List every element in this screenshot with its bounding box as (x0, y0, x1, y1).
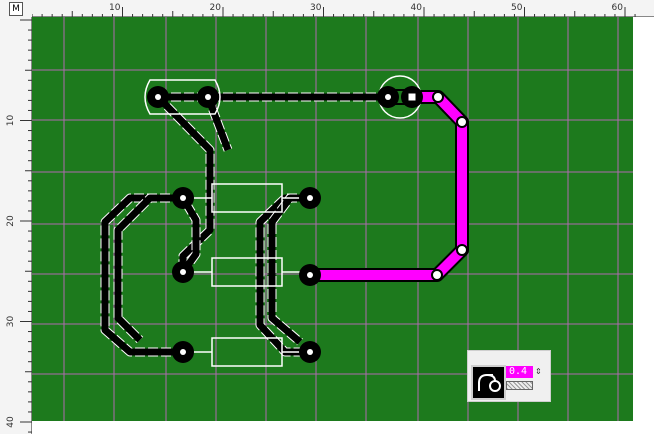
vertical-ruler: 10 20 30 40 (0, 0, 32, 434)
trace-width-field[interactable]: 0.4 (506, 366, 533, 378)
pad-hole (307, 272, 313, 278)
pad-hole (307, 195, 313, 201)
trace-segment (101, 194, 183, 356)
jumper-link-outline[interactable] (144, 79, 221, 115)
pad-hole-square (407, 92, 417, 102)
ruler-bg (0, 0, 32, 434)
pad-hole (180, 269, 186, 275)
horizontal-ruler: 10 20 30 40 50 60 (0, 0, 654, 17)
trace-width-spinner[interactable]: ⇕ (535, 367, 542, 376)
ruler-label: 20 (6, 215, 16, 227)
trace-vertex-handle[interactable] (456, 244, 468, 256)
ruler-label: 40 (6, 416, 16, 428)
ruler-label: 20 (210, 3, 222, 13)
trace-vertex-handle[interactable] (432, 91, 444, 103)
ruler-label: 30 (310, 3, 322, 13)
trace-route-icon[interactable] (471, 365, 506, 400)
selected-trace[interactable] (310, 90, 469, 282)
trace-segment (179, 196, 200, 275)
ruler-bg (0, 0, 654, 17)
ruler-label: 10 (109, 3, 121, 13)
ruler-label: 40 (411, 3, 423, 13)
pads (147, 86, 423, 363)
ruler-corner: M (0, 0, 32, 17)
pad-hole (307, 349, 313, 355)
ruler-label: 60 (612, 3, 624, 13)
trace-vertex-handle[interactable] (456, 116, 468, 128)
ruler-label: 50 (511, 3, 523, 13)
trace-tool-palette: 0.4 ⇕ (467, 350, 551, 402)
pad-hole (205, 94, 211, 100)
fill-pattern-swatch[interactable] (506, 381, 533, 390)
ruler-label: 30 (6, 316, 16, 328)
pad-hole (155, 94, 161, 100)
pad-hole (180, 195, 186, 201)
trace-segment (114, 194, 183, 343)
unit-toggle-button[interactable]: M (9, 2, 23, 16)
pad-hole (385, 94, 391, 100)
trace-vertex-handle[interactable] (431, 269, 443, 281)
pad-hole (180, 349, 186, 355)
ruler-label: 10 (6, 115, 16, 127)
